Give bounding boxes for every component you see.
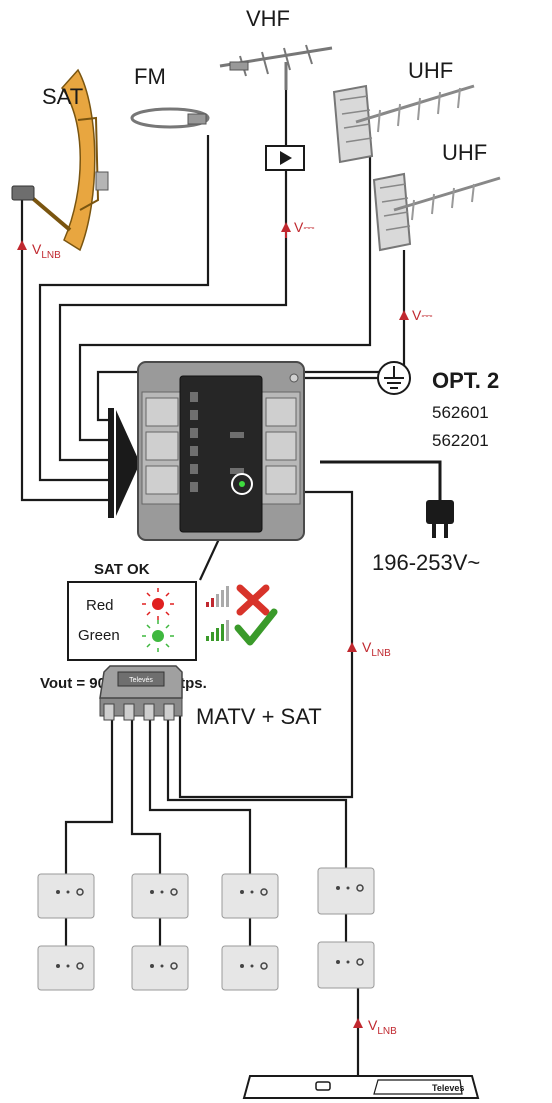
- fm-antenna: [130, 107, 210, 129]
- arrow-up-icon: [347, 642, 357, 652]
- sat-cable: [20, 200, 110, 502]
- socket-4b: [317, 941, 375, 989]
- vdc-vhf: V⎓: [281, 219, 315, 238]
- svg-text:V⎓: V⎓: [412, 307, 433, 323]
- sat-ok-legend: [67, 581, 197, 661]
- socket2-cable: [130, 715, 162, 880]
- output-cable: [178, 490, 354, 799]
- dc-symbol: ⎓: [303, 219, 314, 235]
- sat-dish: [11, 68, 109, 252]
- splitter-brand: Televés: [129, 677, 153, 684]
- socket-3b: [221, 945, 279, 991]
- svg-text:V⎓: V⎓: [294, 219, 315, 235]
- amplifier-triangle-icon: [280, 151, 292, 165]
- sat-ok-title: SAT OK: [94, 561, 150, 578]
- arrow-up-icon: [17, 240, 27, 250]
- uhf1-cable: [78, 150, 372, 442]
- vdc-uhf: V⎓: [399, 307, 433, 323]
- socket1-cable: [64, 710, 114, 880]
- uhf-label-2: UHF: [442, 140, 487, 165]
- svg-text:VLNB: VLNB: [362, 639, 391, 659]
- green-label: Green: [78, 627, 120, 644]
- vhf-antenna: [219, 44, 333, 90]
- arrow-up-icon: [399, 310, 409, 320]
- uhf-antenna-2: [372, 172, 501, 252]
- headend-amplifier: [108, 361, 305, 541]
- v-text: V: [368, 1017, 378, 1033]
- vlnb-receiver: VLNB: [353, 1017, 397, 1037]
- option-code-2: 562201: [432, 431, 489, 450]
- splitter-unit: Televés: [99, 665, 183, 721]
- sat-ok-led: [239, 481, 245, 487]
- uhf-antenna-1: [332, 84, 475, 164]
- v-text: V: [412, 307, 422, 323]
- socket-1a: [37, 873, 95, 919]
- splitter-label: MATV + SAT: [196, 704, 322, 729]
- strong-signal-icon: [206, 620, 229, 641]
- option-code-1: 562601: [432, 403, 489, 422]
- socket-2a: [131, 873, 189, 919]
- v-text: V: [294, 219, 304, 235]
- check-icon: [234, 608, 278, 646]
- led-indicator-ring: [231, 473, 253, 495]
- lnb-sub: LNB: [41, 250, 61, 261]
- mains-plug-icon: [426, 500, 454, 538]
- red-label: Red: [86, 597, 114, 614]
- svg-text:VLNB: VLNB: [32, 241, 61, 261]
- uhf2-cable: [96, 250, 406, 422]
- option-title: OPT. 2: [432, 368, 499, 393]
- socket3-cable: [148, 715, 252, 880]
- cross-icon: [236, 584, 270, 616]
- arrow-up-icon: [353, 1018, 363, 1028]
- lnb-sub: LNB: [371, 648, 391, 659]
- arrow-up-icon: [281, 222, 291, 232]
- uhf-label-1: UHF: [408, 58, 453, 83]
- input-combiner-icon: [116, 410, 140, 516]
- fm-label: FM: [134, 64, 166, 89]
- receiver-brand: Televes: [432, 1083, 464, 1093]
- lnb-icon: [11, 185, 35, 201]
- socket-2b: [131, 945, 189, 991]
- usb-port-icon: [315, 1081, 331, 1091]
- socket-3a: [221, 873, 279, 919]
- wall-sockets: [37, 867, 375, 991]
- sat-label: SAT: [42, 84, 83, 109]
- fm-cable: [38, 135, 210, 482]
- vlnb-sat: VLNB: [17, 240, 61, 261]
- socket-4a: [317, 867, 375, 915]
- socket-1b: [37, 945, 95, 991]
- ground-icon: [377, 361, 411, 395]
- green-led-icon: [142, 620, 174, 652]
- mains-voltage: 196-253V~: [372, 550, 480, 575]
- mains-cable: [320, 460, 442, 500]
- svg-text:VLNB: VLNB: [368, 1017, 397, 1037]
- vhf-label: VHF: [246, 6, 290, 31]
- vhf-amplifier: [265, 145, 305, 171]
- sat-receiver: Televes: [242, 1075, 480, 1099]
- v-text: V: [362, 639, 372, 655]
- socket4-cable: [166, 715, 348, 876]
- lnb-sub: LNB: [377, 1026, 397, 1037]
- weak-signal-icon: [206, 586, 229, 607]
- v-text: V: [32, 241, 42, 257]
- dc-symbol: ⎓: [421, 307, 432, 323]
- vlnb-output: VLNB: [347, 639, 391, 659]
- red-led-icon: [142, 588, 174, 620]
